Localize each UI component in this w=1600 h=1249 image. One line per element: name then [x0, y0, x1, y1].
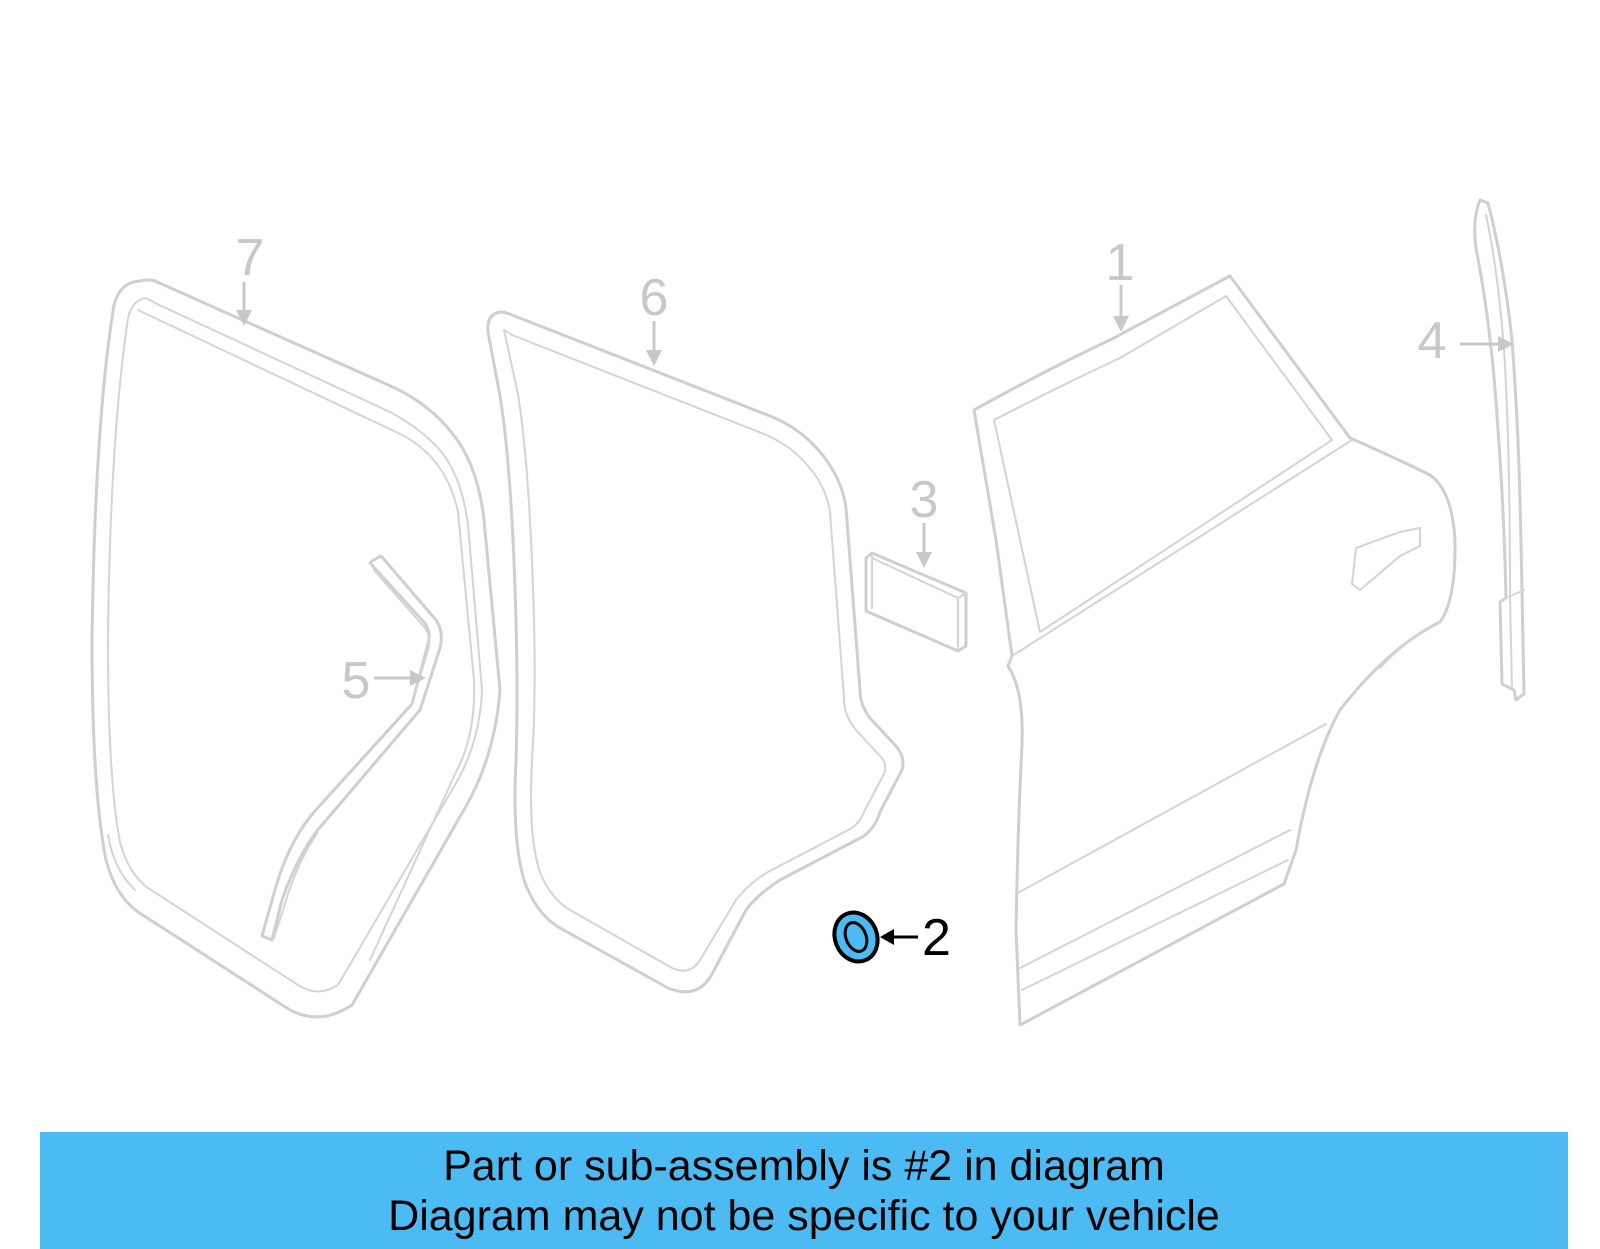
callout-5: 5 — [342, 652, 426, 710]
svg-text:7: 7 — [236, 229, 265, 287]
part-6-door-opening-weatherstrip[interactable] — [486, 310, 905, 994]
part-4-channel-strip[interactable] — [1473, 198, 1526, 702]
banner-line-part-number: Part or sub-assembly is #2 in diagram — [443, 1141, 1165, 1190]
callout-2: 2 — [880, 909, 951, 967]
svg-text:2: 2 — [922, 909, 951, 967]
part-2-grommet-highlighted[interactable] — [827, 906, 885, 968]
svg-text:5: 5 — [342, 652, 371, 710]
callout-6: 6 — [640, 269, 669, 366]
banner-line-disclaimer: Diagram may not be specific to your vehi… — [388, 1191, 1220, 1240]
callout-4: 4 — [1418, 312, 1514, 370]
callout-3: 3 — [910, 471, 939, 568]
callout-1: 1 — [1106, 234, 1135, 332]
svg-text:3: 3 — [910, 471, 939, 529]
callout-7: 7 — [236, 229, 265, 326]
info-banner: Part or sub-assembly is #2 in diagram Di… — [40, 1132, 1568, 1249]
svg-text:6: 6 — [640, 269, 669, 327]
part-5-belt-weatherstrip[interactable] — [260, 554, 443, 942]
svg-text:1: 1 — [1106, 234, 1135, 292]
svg-text:4: 4 — [1418, 312, 1447, 370]
part-1-door-shell[interactable] — [972, 274, 1457, 1027]
part-3-pad[interactable] — [864, 551, 968, 653]
part-7-outer-weatherstrip[interactable] — [90, 278, 502, 1019]
